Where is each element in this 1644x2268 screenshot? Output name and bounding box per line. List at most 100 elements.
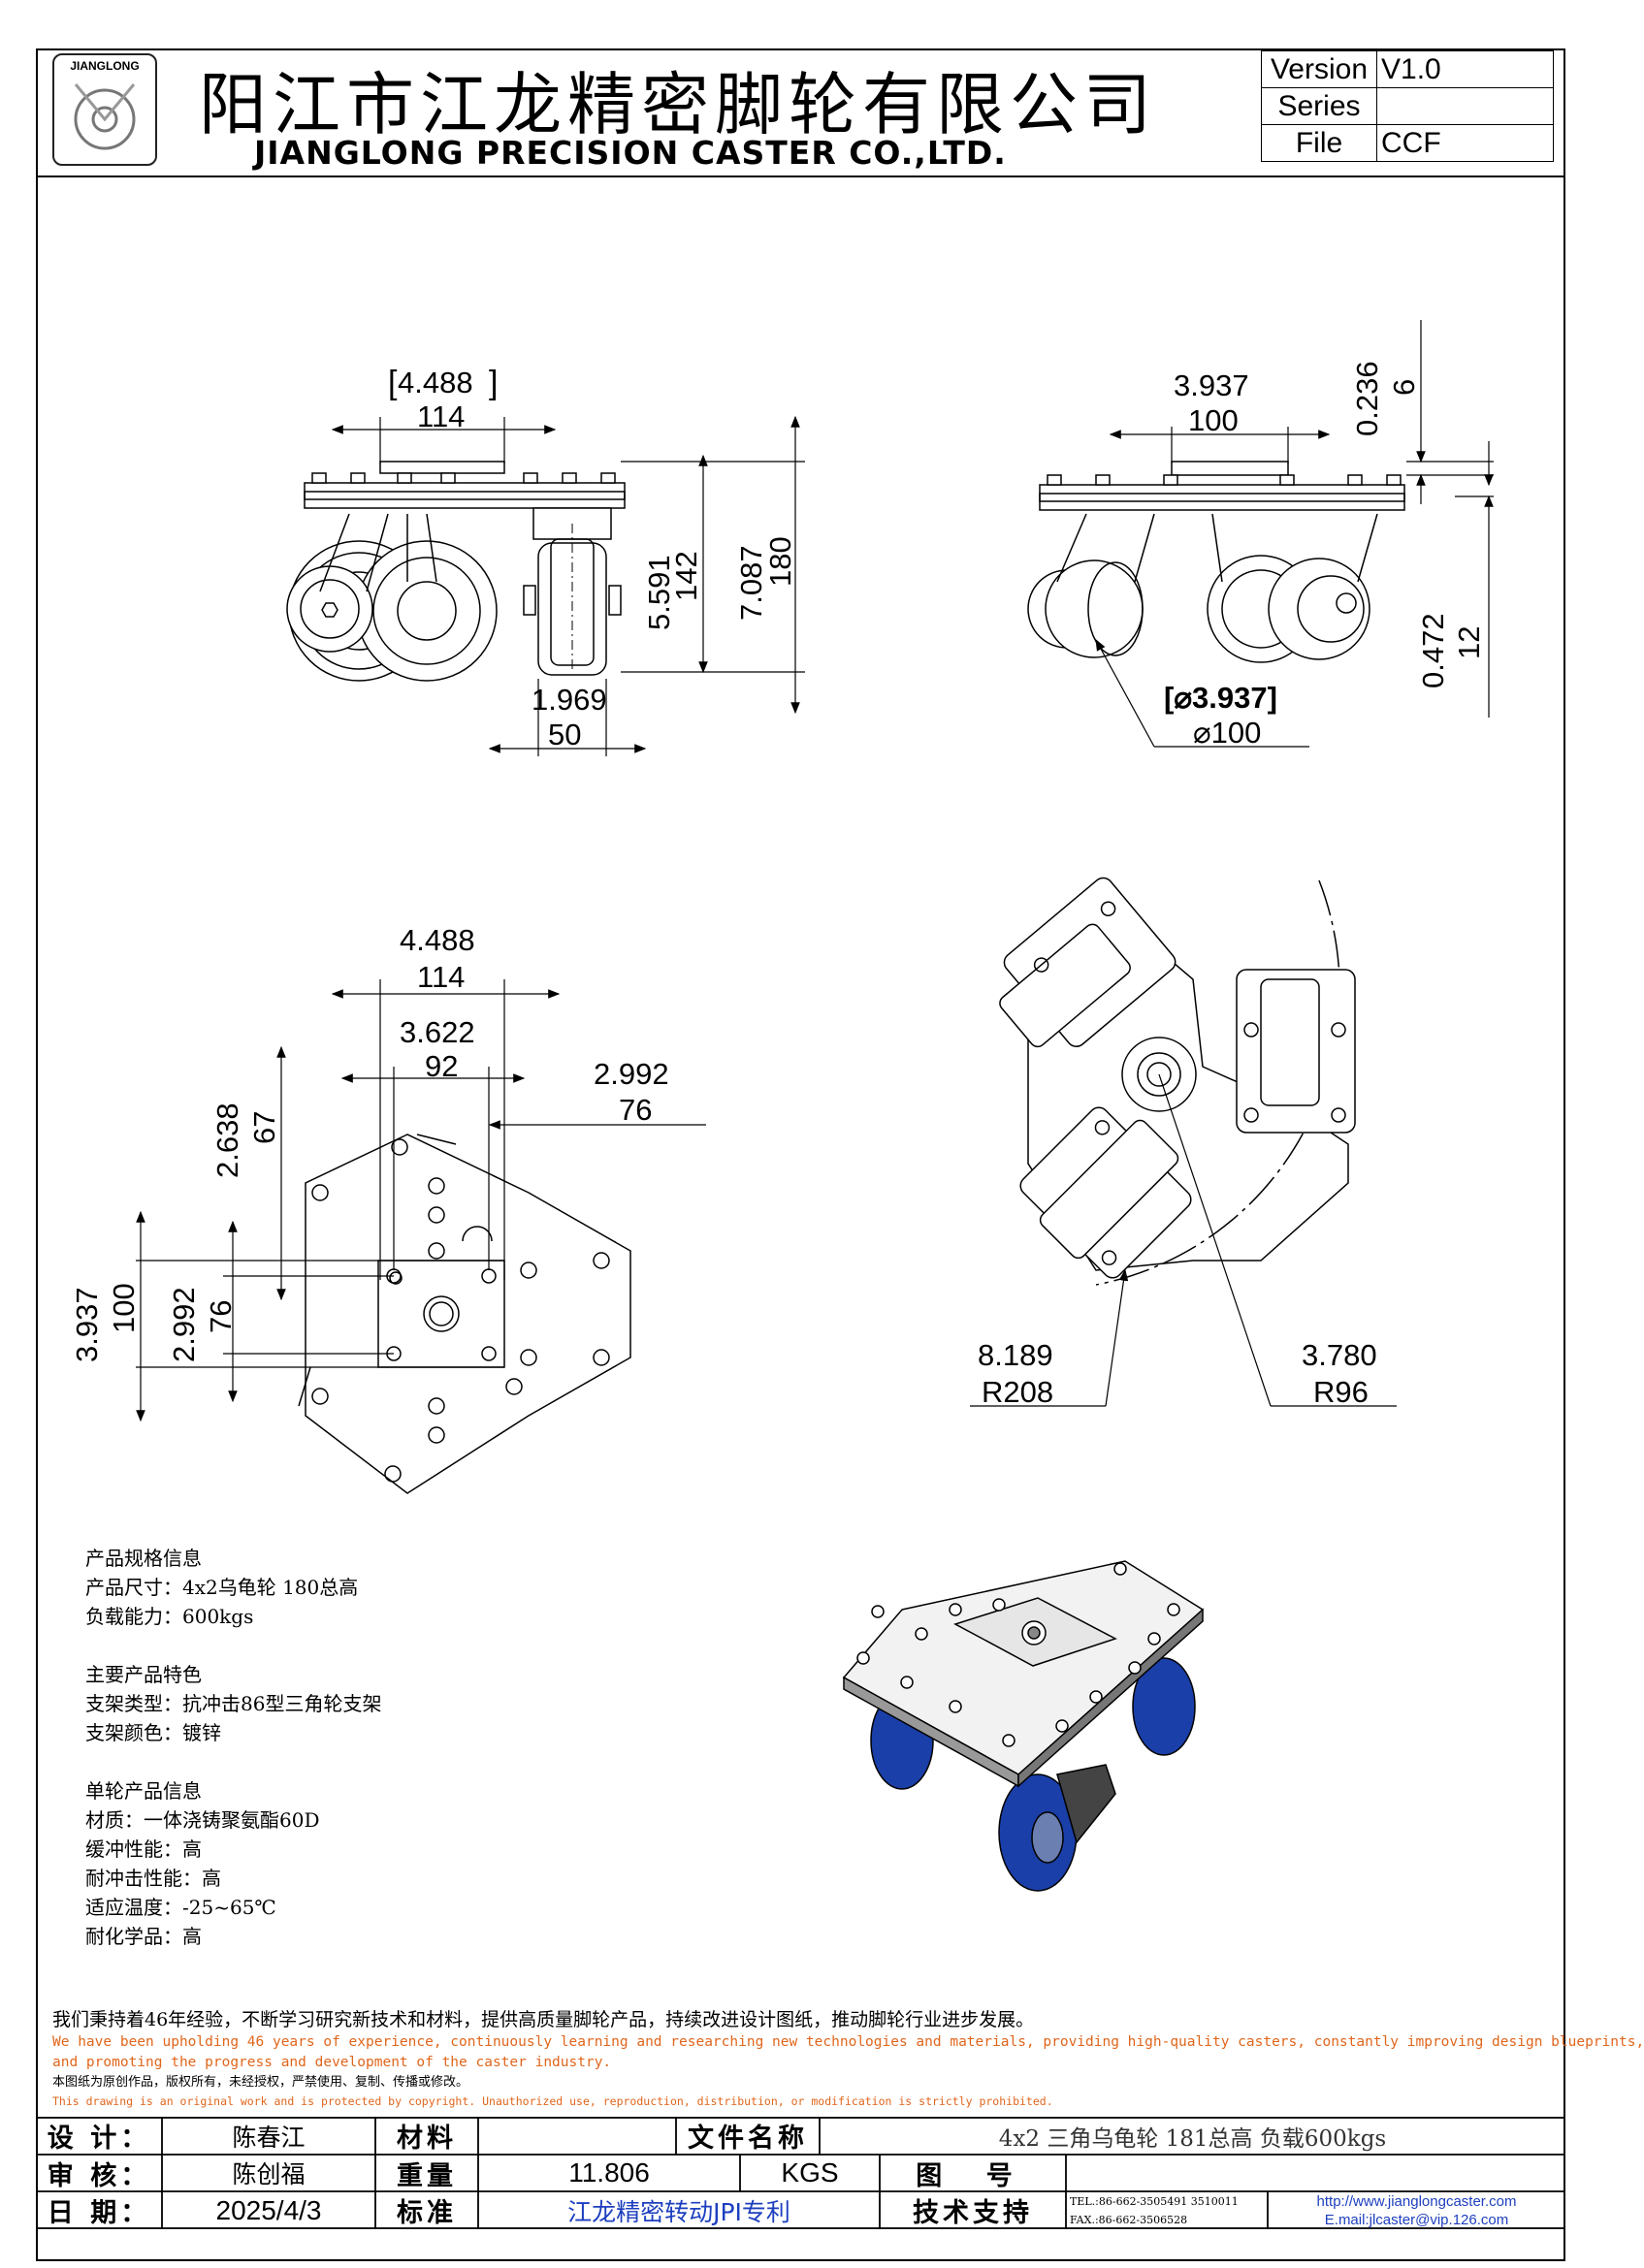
email-link[interactable]: E.mail:jlcaster@vip.126.com (1324, 2211, 1509, 2228)
top-width-in: 4.488 (400, 923, 475, 957)
top-view (298, 1134, 631, 1494)
spec-line: 产品规格信息 (85, 1547, 202, 1570)
side-offset-in: 0.472 (1416, 613, 1450, 688)
spec-gap (85, 1747, 381, 1776)
spec-line: 支架颜色：镀锌 (85, 1721, 221, 1744)
bottom-swing-radius-in: 8.189 (978, 1338, 1053, 1372)
top-width-mm: 114 (417, 960, 465, 994)
date-label: 日 期： (47, 2198, 151, 2228)
side-plate-in: 3.937 (1174, 368, 1249, 402)
date-value: 2025/4/3 (215, 2194, 322, 2225)
standard-label: 标准 (397, 2198, 457, 2228)
top-hole-height-in: 2.992 (167, 1287, 201, 1362)
technical-drawings: 4.488 [ ] 114 5.591 142 7.087 180 1.969 … (70, 320, 1494, 1892)
side-wheel-dia-mm: ⌀100 (1193, 716, 1261, 750)
front-height-mm: 142 (669, 551, 703, 601)
design-label: 设 计： (47, 2124, 151, 2154)
bottom-view (999, 877, 1356, 1286)
fax: FAX.:86-662-3506528 (1070, 2213, 1188, 2226)
spec-line: 主要产品特色 (85, 1663, 202, 1686)
file-value: CCF (1376, 124, 1554, 162)
bottom-swing-radius-mm: R208 (982, 1375, 1053, 1409)
side-wheel-dia-in: [⌀3.937] (1164, 681, 1277, 715)
spec-line: 产品尺寸：4x2乌龟轮 180总高 (85, 1576, 359, 1599)
bottom-inner-radius-in: 3.780 (1302, 1338, 1377, 1372)
caster-logo-icon (74, 83, 136, 150)
company-name-en: JIANGLONG PRECISION CASTER CO.,LTD. (254, 134, 1007, 172)
dimension-lines (136, 320, 1494, 1422)
series-key: Series (1261, 87, 1377, 125)
front-width-in: 4.488 (398, 366, 473, 399)
top-hole-height-mm: 76 (204, 1300, 238, 1333)
company-name-cn: 阳江市江龙精密脚轮有限公司 (199, 65, 1157, 144)
product-specs: 产品规格信息 产品尺寸：4x2乌龟轮 180总高 负载能力：600kgs 主要产… (85, 1544, 381, 1951)
top-plate-height-mm: 100 (107, 1283, 141, 1333)
top-v-offset-in: 2.638 (210, 1102, 244, 1178)
series-row: Series (1261, 87, 1554, 125)
weight-unit: KGS (781, 2157, 839, 2188)
material-value (478, 2117, 676, 2155)
weight-label: 重量 (397, 2160, 457, 2191)
contact-phone: TEL.:86-662-3505491 3510011 FAX.:86-662-… (1070, 2191, 1268, 2229)
company-logo: JIANGLONG (52, 53, 157, 166)
bracket-right: ] (489, 365, 498, 401)
top-hole-offset-in: 2.992 (594, 1057, 669, 1091)
front-view (286, 461, 626, 682)
filename-label: 文件名称 (688, 2124, 808, 2154)
front-height-in: 5.591 (642, 555, 676, 630)
weight-value: 11.806 (568, 2157, 650, 2188)
spec-line: 材质：一体浇铸聚氨酯60D (85, 1808, 320, 1832)
support-label: 技术支持 (913, 2198, 1033, 2228)
version-key: Version (1261, 50, 1377, 88)
top-hole-offset-mm: 76 (619, 1093, 652, 1127)
isometric-view (842, 1560, 1205, 1892)
title-block: 设 计： 陈春江 材料 文件名称 4x2 三角乌龟轮 181总高 负载600kg… (36, 2117, 1565, 2229)
promo-text: 我们秉持着46年经验，不断学习研究新技术和材料，提供高质量脚轮产品，持续改进设计… (52, 2007, 1644, 2110)
review-label: 审 核： (47, 2160, 151, 2191)
spec-line: 支架类型：抗冲击86型三角轮支架 (85, 1692, 382, 1715)
promo-cn: 我们秉持着46年经验，不断学习研究新技术和材料，提供高质量脚轮产品，持续改进设计… (52, 2009, 1035, 2030)
spec-line: 缓冲性能：高 (85, 1837, 202, 1861)
material-label: 材料 (397, 2124, 457, 2154)
file-key: File (1261, 124, 1377, 162)
front-wheel-width-in: 1.969 (532, 683, 607, 717)
copyright-en: This drawing is an original work and is … (52, 2094, 1053, 2108)
promo-en-2: and promoting the progress and developme… (52, 2055, 612, 2070)
top-hole-span-mm: 92 (425, 1049, 458, 1083)
drawing-sheet (36, 48, 1565, 2261)
spec-line: 适应温度：-25~65℃ (85, 1896, 276, 1919)
drawing-no-label: 图 号 (916, 2160, 1030, 2191)
filename-value: 4x2 三角乌龟轮 181总高 负载600kgs (998, 2125, 1387, 2152)
reviewer: 陈创福 (232, 2160, 306, 2188)
top-v-offset-mm: 67 (247, 1111, 281, 1144)
series-value (1376, 87, 1554, 125)
promo-en-1: We have been upholding 46 years of exper… (52, 2034, 1644, 2050)
spec-line: 耐化学品：高 (85, 1925, 202, 1948)
front-total-height-in: 7.087 (734, 545, 768, 621)
front-width-mm: 114 (417, 399, 465, 433)
side-view (1027, 461, 1405, 663)
front-total-height-mm: 180 (763, 536, 797, 587)
title-block-grid (36, 2117, 1565, 2229)
copyright-cn: 本图纸为原创作品，版权所有，未经授权，严禁使用、复制、传播或修改。 (52, 2075, 469, 2090)
tel: TEL.:86-662-3505491 3510011 (1070, 2194, 1239, 2208)
side-offset-mm: 12 (1452, 626, 1486, 659)
bracket-left: [ (388, 365, 398, 401)
header-divider (36, 176, 1565, 177)
version-value: V1.0 (1376, 50, 1554, 88)
top-hole-span-in: 3.622 (400, 1015, 475, 1049)
standard-value: 江龙精密转动JPI专利 (567, 2197, 790, 2226)
designer: 陈春江 (232, 2123, 306, 2152)
bottom-inner-radius-mm: R96 (1313, 1375, 1369, 1409)
side-thickness-in: 0.236 (1350, 361, 1384, 436)
side-plate-mm: 100 (1188, 403, 1239, 437)
website-link[interactable]: http://www.jianglongcaster.com (1316, 2192, 1517, 2210)
top-plate-height-in: 3.937 (70, 1287, 104, 1362)
contact-web: http://www.jianglongcaster.com E.mail:jl… (1268, 2191, 1565, 2229)
drawing-no-value (1066, 2155, 1565, 2191)
spec-line: 负载能力：600kgs (85, 1605, 254, 1628)
side-thickness-mm: 6 (1387, 379, 1421, 396)
